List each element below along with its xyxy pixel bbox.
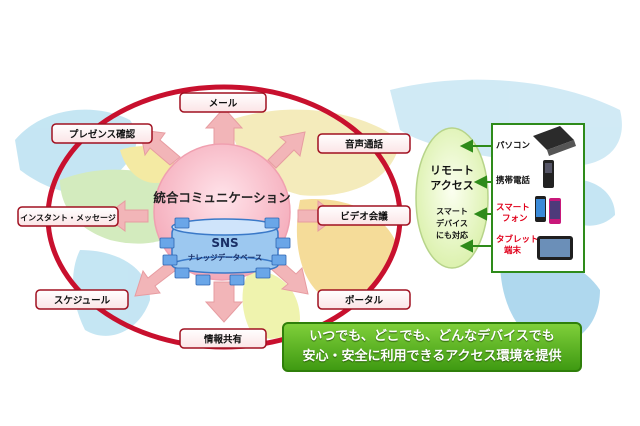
box-presence: プレゼンス確認 (51, 123, 153, 144)
remote-line2: アクセス (430, 179, 473, 192)
device-mobile-label: 携帯電話 (496, 175, 531, 186)
device-tablet-label-1: タブレット (496, 234, 539, 245)
remote-line1: リモート (430, 164, 474, 177)
sns-subtitle: ナレッジデータベース (188, 252, 263, 262)
label-voice: 音声通話 (345, 139, 384, 151)
remote-access: リモート アクセス スマート デバイス にも対応 (415, 127, 489, 269)
tablet-icon (537, 236, 573, 260)
remote-sub2: デバイス (436, 218, 468, 228)
device-pc-label: パソコン (496, 140, 531, 151)
service-boxes: メール プレゼンス確認 音声通話 インスタント・メッセージ ビデオ会議 スケジュ… (17, 92, 411, 349)
label-video: ビデオ会議 (340, 211, 388, 223)
arrow-voice (267, 131, 306, 169)
banner-line-1: いつでも、どこでも、どんなデバイスでも (309, 329, 555, 344)
arrow-info (204, 281, 244, 323)
label-presence: プレゼンス確認 (69, 129, 136, 141)
label-instant: インスタント・メッセージ (20, 213, 116, 223)
label-schedule: スケジュール (54, 296, 111, 307)
label-info: 情報共有 (203, 334, 243, 346)
message-banner: いつでも、どこでも、どんなデバイスでも 安心・安全に利用できるアクセス環境を提供 (282, 322, 582, 372)
device-smartphone-label-2: フォン (502, 214, 528, 224)
box-instant: インスタント・メッセージ (17, 206, 119, 227)
sns-title: SNS (211, 236, 238, 250)
mobile-phone-icon (543, 160, 554, 188)
device-arrows (459, 139, 492, 253)
user-icons (159, 217, 291, 286)
box-schedule: スケジュール (35, 289, 129, 310)
device-tablet-label-2: 端末 (504, 245, 522, 256)
device-smartphone-label-1: スマート (496, 203, 530, 213)
devices-panel: パソコン 携帯電話 スマート フォン タブレット 端末 (491, 123, 585, 273)
box-mail: メール (179, 92, 267, 113)
label-portal: ポータル (345, 295, 384, 307)
service-arrows (104, 107, 339, 323)
remote-sub3: にも対応 (436, 230, 468, 240)
box-info: 情報共有 (179, 328, 267, 349)
box-portal: ポータル (317, 289, 411, 310)
label-mail: メール (209, 99, 238, 110)
box-video: ビデオ会議 (317, 205, 411, 226)
laptop-icon (533, 126, 576, 156)
box-voice: 音声通話 (317, 133, 411, 154)
arrow-schedule (134, 261, 177, 297)
center-title: 統合コミュニケーション (153, 190, 290, 205)
banner-line-2: 安心・安全に利用できるアクセス環境を提供 (302, 349, 562, 364)
smartphone-icon (535, 196, 561, 224)
remote-sub1: スマート (436, 207, 468, 216)
sns-database: SNS ナレッジデータベース (159, 217, 291, 286)
